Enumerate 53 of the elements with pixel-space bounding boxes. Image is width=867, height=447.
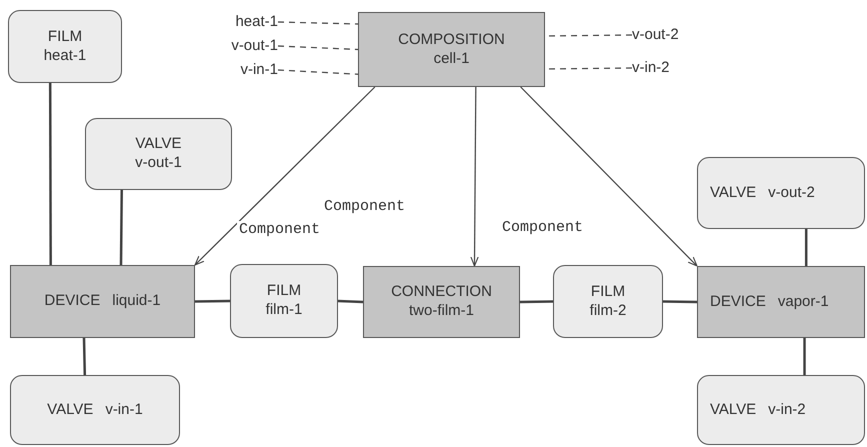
dashed-line [278, 45, 358, 50]
instance-name: heat-1 [44, 46, 86, 66]
arrow [520, 86, 698, 267]
connector-line [520, 300, 554, 304]
instance-name: cell-1 [434, 50, 470, 68]
arrow [194, 86, 376, 266]
instance-name: film-1 [266, 301, 302, 320]
connector-line [338, 300, 364, 304]
connector-line [804, 229, 808, 266]
type-label: DEVICE [710, 292, 766, 312]
connector-line [662, 300, 698, 304]
instance-name: liquid-1 [112, 292, 161, 311]
type-label: CONNECTION [391, 283, 492, 302]
instance-name: two-film-1 [408, 302, 474, 321]
rounded-box [85, 118, 232, 190]
component-box [363, 266, 520, 338]
port-label: v-in-1 [240, 60, 278, 80]
type-label: FILM [266, 282, 302, 301]
type-label: VALVE [47, 400, 94, 420]
type-label: VALVE [135, 135, 182, 154]
component-box [697, 266, 865, 338]
rounded-box [697, 375, 865, 445]
component-box [358, 12, 545, 87]
instance-name: film-2 [590, 302, 626, 320]
dashed-line [278, 21, 358, 25]
rounded-box [697, 157, 865, 229]
port-label: v-out-2 [632, 26, 679, 44]
instance-name: v-out-1 [135, 154, 182, 173]
port-label: v-out-1 [231, 36, 278, 56]
type-label: FILM [590, 282, 626, 302]
type-label: VALVE [710, 184, 756, 202]
instance-name: v-out-2 [768, 184, 815, 202]
connector-line [803, 338, 806, 375]
rounded-box [230, 264, 338, 338]
rounded-box [10, 375, 180, 445]
rounded-box [8, 10, 122, 83]
type-label: DEVICE [44, 292, 100, 311]
connector-line [82, 338, 86, 376]
instance-name: vapor-1 [778, 292, 829, 312]
connector-line [194, 300, 230, 303]
type-label: VALVE [710, 400, 756, 420]
type-label: COMPOSITION [398, 30, 505, 50]
instance-name: v-in-2 [768, 400, 806, 420]
arrow [470, 87, 479, 267]
connector-line [120, 190, 123, 266]
rounded-box [553, 265, 663, 338]
instance-name: v-in-1 [105, 400, 143, 420]
port-label: v-in-2 [632, 58, 670, 78]
connector-line [48, 83, 52, 265]
dashed-line [278, 69, 358, 75]
type-label: FILM [48, 28, 82, 46]
component-box [10, 265, 195, 338]
port-label: heat-1 [235, 12, 278, 32]
